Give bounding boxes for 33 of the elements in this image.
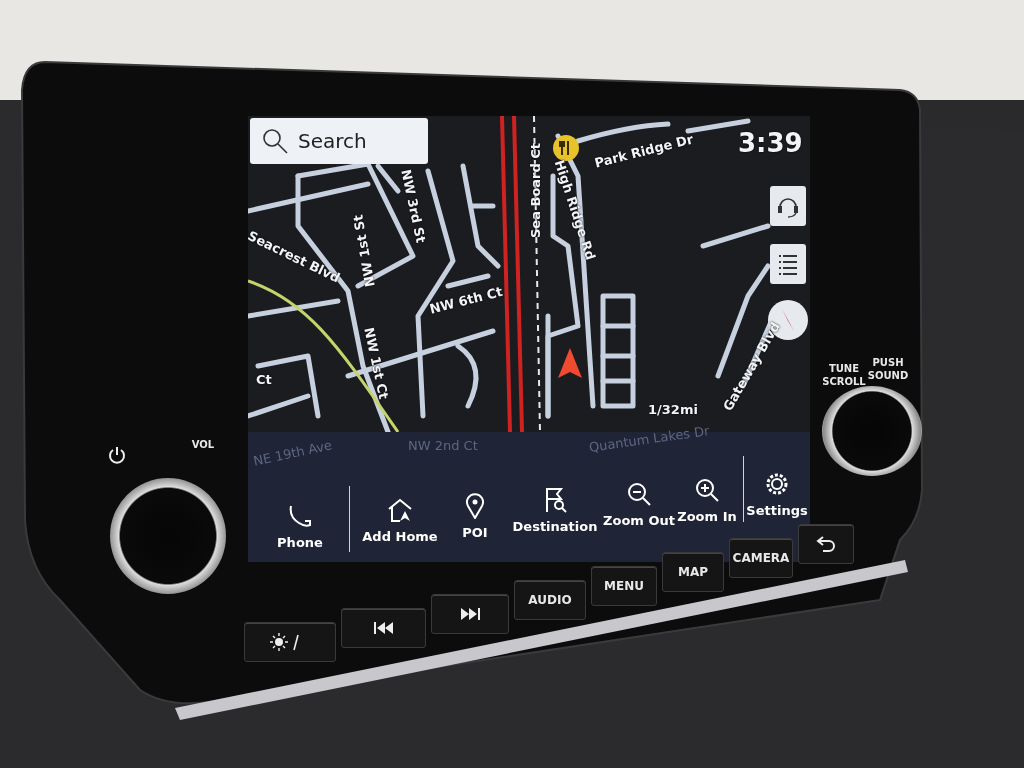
street-name: NE 19th Ave [252, 437, 334, 469]
street-name: Quantum Lakes Dr [588, 423, 711, 455]
voice-assistant-button [770, 186, 806, 226]
map-button: MAP [662, 552, 724, 592]
poi-button: POI [450, 474, 500, 540]
street-name: Ct [256, 372, 272, 387]
add-home-button: Add Home [354, 478, 446, 544]
street-name: NW 2nd Ct [408, 438, 478, 453]
zoom-out-button: Zoom Out [604, 462, 674, 528]
day-night-button [244, 622, 336, 662]
street-name: Sea Board Ct [528, 142, 543, 238]
search-field: Search [250, 118, 428, 164]
knob-label: PUSH SOUND [866, 356, 910, 382]
previous-track-button [341, 608, 426, 648]
street-name: NW 1st St [350, 213, 378, 288]
map-scale: 1/32mi [648, 402, 698, 417]
next-track-button [431, 594, 509, 634]
audio-button: AUDIO [514, 580, 586, 620]
settings-button: Settings [747, 452, 807, 518]
street-name: NW 6th Ct [428, 283, 504, 317]
clock-time: 3:39 [738, 128, 803, 158]
back-button [798, 524, 854, 564]
menu-button: MENU [591, 566, 657, 606]
street-name: NW 1st Ct [361, 326, 392, 401]
street-name: Park Ridge Dr [593, 131, 695, 171]
destination-button: Destination [510, 468, 600, 534]
street-name: NW 3rd St [398, 168, 429, 245]
list-button [770, 244, 806, 284]
phone-button: Phone [256, 484, 344, 550]
zoom-in-button: Zoom In [676, 458, 738, 524]
knob-label: TUNE SCROLL [822, 362, 866, 388]
knob-label: VOL [190, 438, 216, 451]
camera-button: CAMERA [729, 538, 793, 578]
